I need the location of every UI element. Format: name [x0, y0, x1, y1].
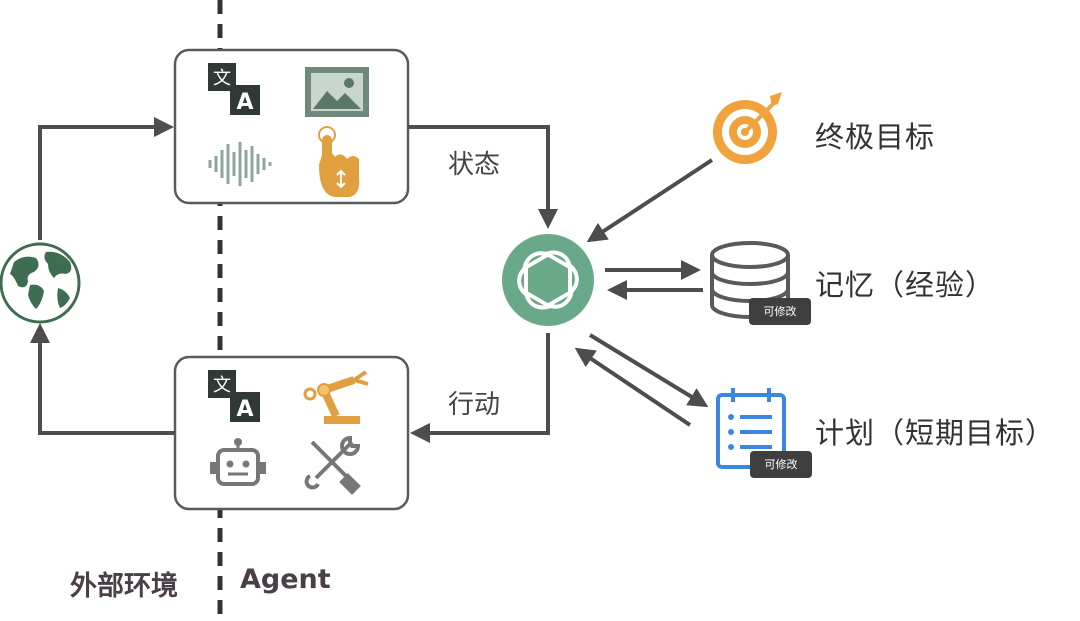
svg-text:A: A: [236, 397, 253, 422]
tools-icon: [304, 435, 361, 495]
robot-icon: [210, 438, 266, 486]
agent-label: Agent: [240, 564, 331, 595]
memory-badge: 可修改: [763, 305, 797, 318]
goal-arrow: [586, 158, 714, 243]
goal-label: 终极目标: [815, 120, 936, 154]
env-to-perception-arrow: [38, 117, 174, 240]
image-icon: [305, 67, 369, 117]
memory-label: 记忆（经验）: [815, 268, 996, 302]
state-arrow: [408, 125, 558, 229]
plan-read-arrow: [574, 347, 692, 427]
globe-icon: [0, 242, 81, 324]
action-arrow: [410, 333, 550, 443]
svg-text:文: 文: [213, 375, 231, 396]
svg-text:A: A: [236, 90, 253, 115]
touch-icon: [318, 126, 360, 197]
audio-waveform-icon: [208, 142, 272, 186]
memory-badge-bg: [749, 298, 811, 325]
plan-write-arrow: [588, 333, 709, 408]
action-label: 行动: [448, 390, 501, 420]
action-to-env-arrow: [30, 323, 175, 435]
openai-logo-icon: [502, 234, 594, 326]
translate-icon: 文 A: [208, 370, 260, 422]
plan-badge-bg: [750, 451, 812, 478]
robot-arm-icon: [303, 370, 369, 424]
translate-icon: 文 A: [208, 63, 260, 115]
target-icon: [713, 92, 782, 164]
svg-text:文: 文: [213, 68, 231, 89]
environment-label: 外部环境: [70, 571, 178, 602]
plan-badge: 可修改: [764, 458, 798, 471]
plan-label: 计划（短期目标）: [815, 416, 1056, 450]
state-label: 状态: [448, 150, 501, 180]
